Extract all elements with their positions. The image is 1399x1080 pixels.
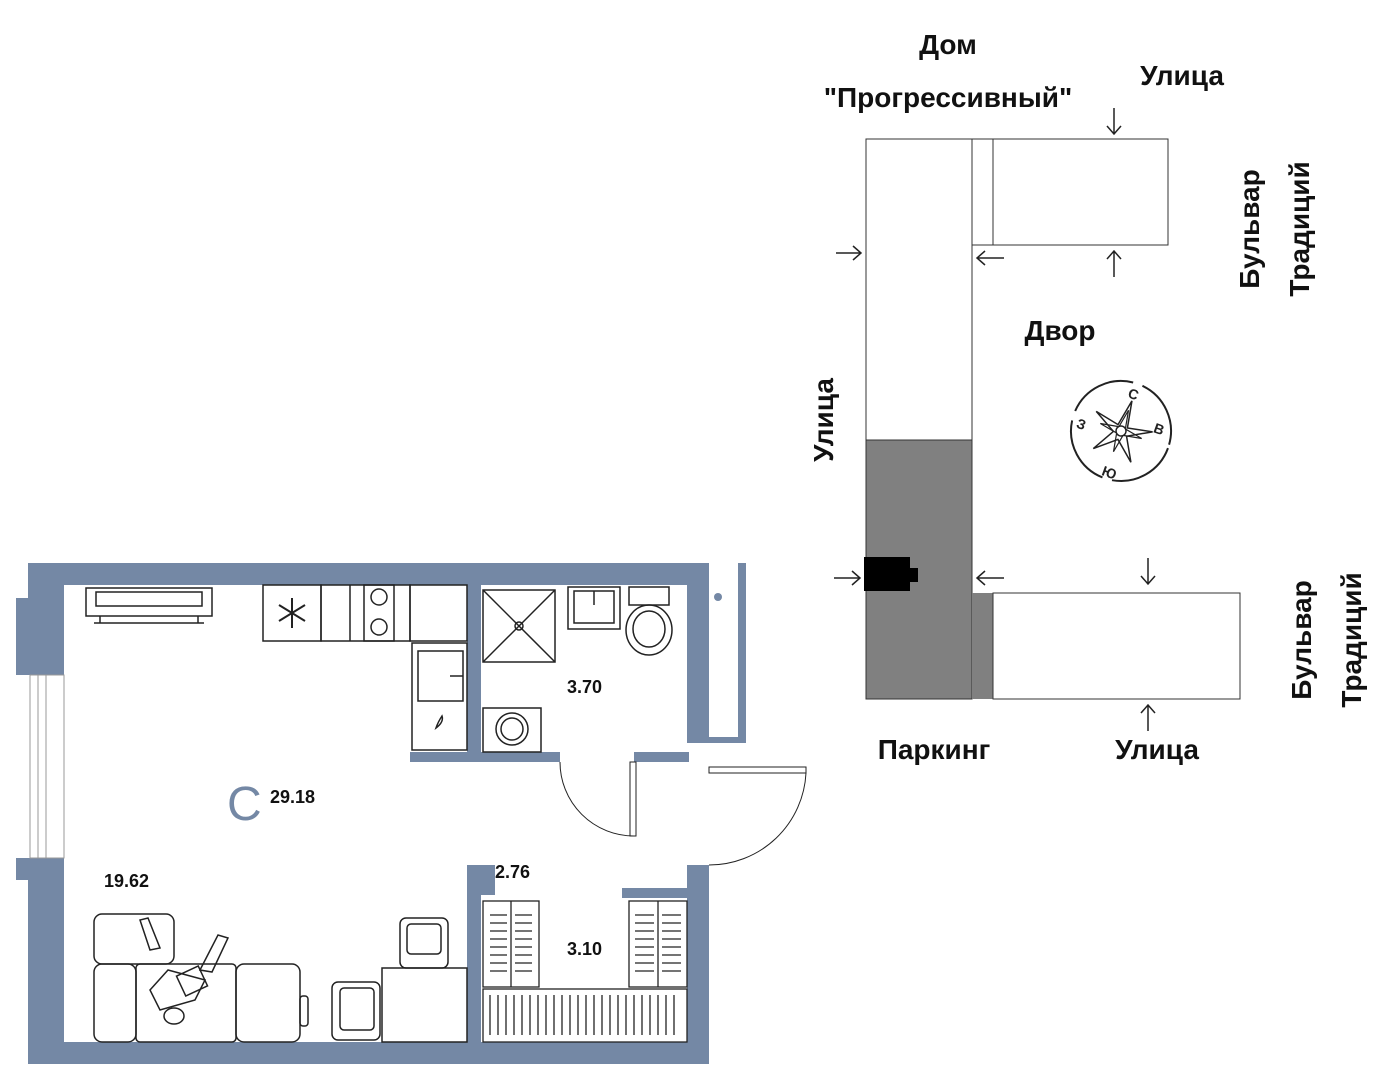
- entrance-arrows: [834, 108, 1156, 731]
- arrow-icon: [1140, 558, 1156, 586]
- compass-south: Ю: [1100, 463, 1119, 483]
- shower: [482, 589, 556, 663]
- doors: [559, 761, 807, 866]
- kitchen-counter-right: [409, 584, 468, 642]
- stove: [363, 584, 395, 642]
- compass-west: З: [1075, 415, 1089, 433]
- compass-north: С: [1126, 385, 1141, 403]
- counter: [320, 584, 411, 642]
- bathroom-door: [629, 761, 637, 837]
- wardrobe: [482, 900, 688, 1043]
- entrance-door: [708, 766, 807, 774]
- buildings: [865, 138, 1241, 700]
- apartment-marker: [864, 557, 918, 591]
- house-name-line2: "Прогрессивный": [824, 82, 1072, 113]
- chair: [399, 917, 449, 969]
- arrow-icon: [1140, 703, 1156, 731]
- street-top-label: Улица: [1140, 60, 1224, 91]
- tv-stand: [85, 587, 213, 624]
- street-left-label: Улица: [808, 378, 839, 462]
- boulevard-top-line1: Бульвар: [1234, 169, 1265, 288]
- sofa: [93, 913, 309, 1043]
- boulevard-top-line2: Традиций: [1284, 161, 1315, 296]
- bathroom-sink: [567, 586, 621, 630]
- parking-label: Паркинг: [878, 734, 991, 765]
- bathroom-area: 3.70: [567, 677, 602, 697]
- snowflake-icon: [278, 598, 306, 628]
- toilet: [625, 586, 673, 656]
- arrow-icon: [975, 250, 1004, 266]
- bathroom: [482, 586, 673, 753]
- window: [29, 674, 65, 859]
- sink-cabinet: [411, 642, 468, 751]
- kitchen: [85, 584, 468, 751]
- site-plan: Дом "Прогрессивный" Улица Двор Паркинг У…: [808, 29, 1367, 765]
- living-furniture: [93, 913, 468, 1043]
- street-bottom-label: Улица: [1115, 734, 1199, 765]
- courtyard-label: Двор: [1025, 315, 1096, 346]
- living-area: 19.62: [104, 871, 149, 891]
- walls: [16, 563, 746, 1064]
- arrow-icon: [834, 570, 862, 586]
- desk: [381, 967, 468, 1043]
- hallway-area: 2.76: [495, 862, 530, 882]
- washing-machine: [482, 707, 542, 753]
- armchair: [331, 981, 381, 1041]
- entrance-dot: [714, 593, 722, 601]
- arrow-icon: [1106, 249, 1122, 277]
- arrow-icon: [975, 570, 1004, 586]
- type-letter: C: [227, 778, 262, 831]
- compass-east: В: [1152, 420, 1167, 438]
- boulevard-bottom-line2: Традиций: [1336, 572, 1367, 707]
- wardrobe-area: 3.10: [567, 939, 602, 959]
- total-area: 29.18: [270, 787, 315, 807]
- arrow-icon: [1106, 108, 1122, 136]
- boulevard-bottom-line1: Бульвар: [1286, 580, 1317, 699]
- floor-plan: C 29.18 19.62 3.70 2.76 3.10: [16, 563, 807, 1064]
- arrow-icon: [836, 245, 863, 261]
- compass-rose: С В Ю З: [1070, 380, 1172, 483]
- person-figure: [139, 917, 230, 1025]
- house-name-line1: Дом: [919, 29, 977, 60]
